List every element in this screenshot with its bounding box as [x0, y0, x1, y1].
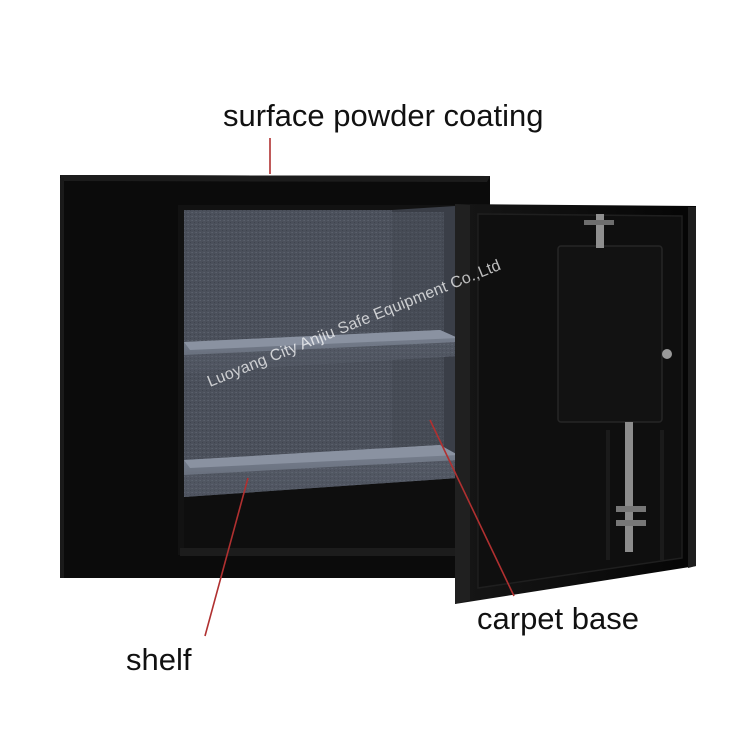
lower-shelf [184, 445, 458, 497]
lock-box [557, 245, 663, 423]
carpet-base-label: carpet base [477, 601, 639, 636]
surface-coating-label: surface powder coating [223, 98, 544, 133]
upper-shelf [184, 330, 458, 372]
safe-cabinet [60, 175, 490, 578]
shelf-pointer-line [204, 477, 249, 637]
shelf-label: shelf [126, 642, 192, 677]
screw-icon [662, 349, 672, 359]
carpet-pointer-line [429, 419, 515, 597]
upper-bolt [596, 214, 604, 248]
safe-door [455, 204, 696, 604]
lower-bolt [625, 422, 633, 552]
